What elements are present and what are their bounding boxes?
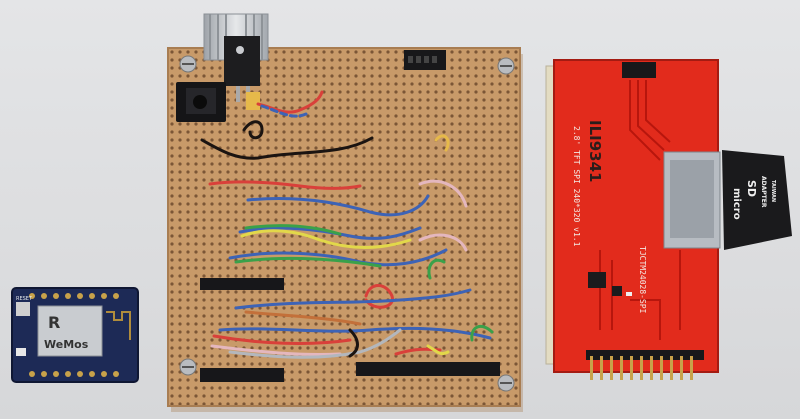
capacitor-icon	[246, 92, 260, 110]
heatsink-icon	[203, 13, 269, 102]
wemos-logo: WeMos	[44, 338, 89, 351]
mounting-screw-icon	[179, 55, 515, 392]
tft-display-board: micro SD ADAPTER TAIWAN 2.8' TFT SPI 240…	[545, 59, 792, 380]
header-connector-icon	[622, 62, 656, 78]
female-header-icon	[356, 362, 500, 376]
reset-label: RESET	[16, 296, 33, 302]
pin-header-icon	[29, 293, 119, 377]
sd-micro-label: micro	[731, 188, 742, 220]
transistor-icon	[612, 286, 622, 296]
header-connector-icon	[404, 50, 446, 70]
pin-header-icon	[586, 350, 704, 380]
perfboard	[167, 13, 523, 412]
sd-adapter-label: ADAPTER	[760, 176, 767, 208]
sd-brand-label: TAIWAN	[770, 180, 776, 202]
tft-size-label: 2.8' TFT SPI 240*320 v1.1	[572, 126, 581, 247]
tft-model-label: TJCTM24028-SPI	[638, 246, 647, 314]
female-header-icon	[200, 278, 284, 290]
female-header-icon	[200, 368, 284, 382]
controller-handwritten-mark: ILI9341	[586, 120, 604, 182]
antenna-icon	[106, 311, 131, 340]
sd-label: SD	[745, 180, 758, 197]
sd-adapter-card-icon: micro SD ADAPTER TAIWAN	[722, 150, 792, 250]
wemos-d1-mini-board: RESET R WeMos	[11, 287, 139, 383]
jumper-wires	[200, 90, 494, 359]
ic-chip-icon	[588, 272, 606, 288]
pcb-traces	[599, 80, 681, 340]
reset-button-icon	[16, 302, 30, 316]
power-jack-icon	[176, 82, 226, 122]
chip-mark: R	[48, 313, 60, 332]
